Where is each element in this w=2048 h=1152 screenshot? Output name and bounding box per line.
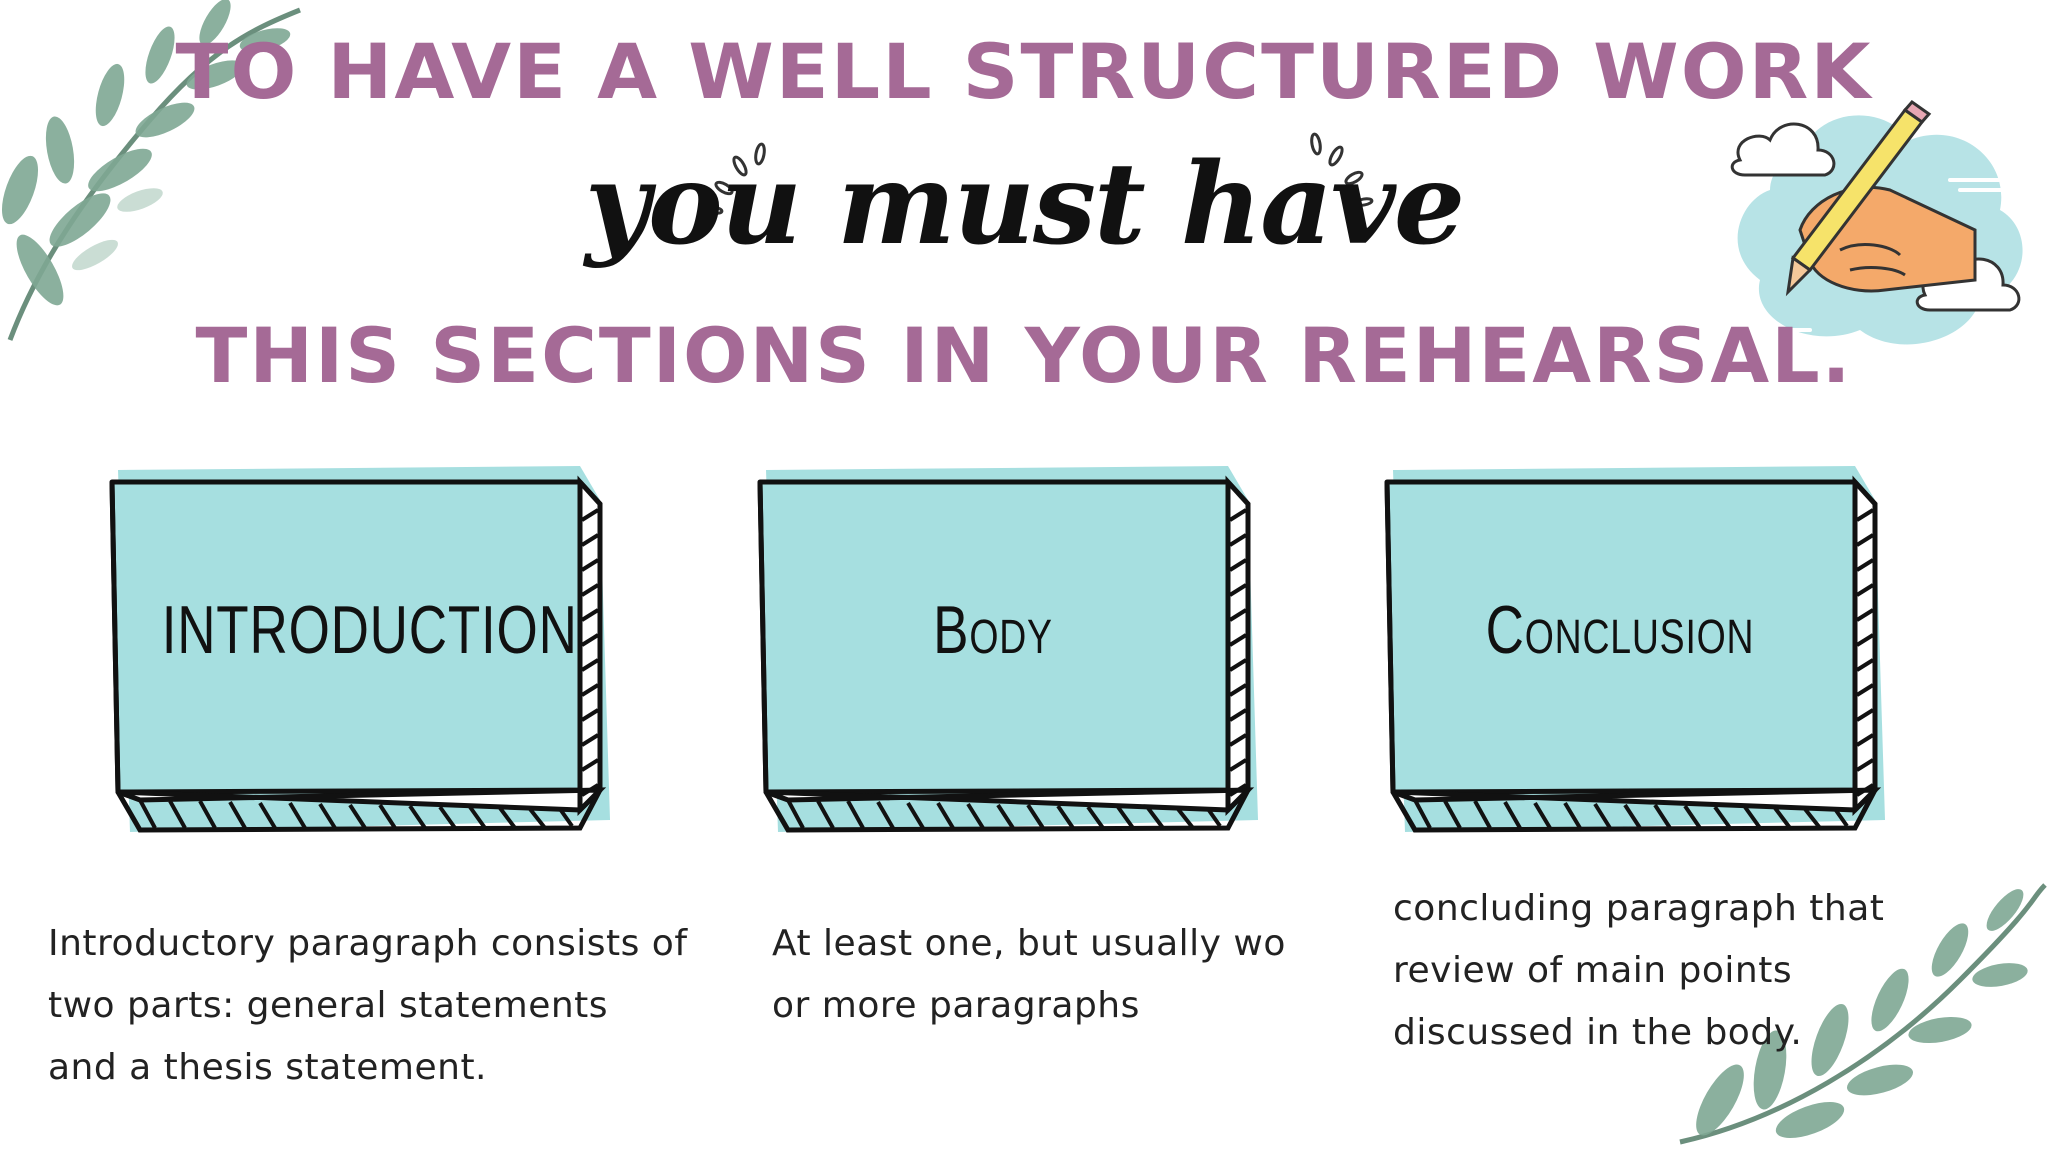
card-body: Body <box>748 460 1268 840</box>
card-introduction: INTRODUCTION <box>100 460 620 840</box>
description-introduction: Introductory paragraph consists of two p… <box>48 913 688 1099</box>
card-label: INTRODUCTION <box>161 592 578 668</box>
heading-line-top: TO HAVE A WELL STRUCTURED WORK <box>175 27 1873 116</box>
card-label: Body <box>933 592 1053 668</box>
description-line: and a thesis statement. <box>48 1047 487 1088</box>
card-label: Conclusion <box>1485 592 1755 668</box>
heading-subtitle: you must have <box>584 139 1465 270</box>
description-line: At least one, but usually wo <box>772 923 1286 964</box>
card-frame <box>757 466 1258 833</box>
heading-line-bottom: THIS SECTIONS IN YOUR REHEARSAL. <box>195 311 1853 400</box>
card-conclusion: Conclusion <box>1375 460 1895 840</box>
hand-writing-with-pencil-icon <box>1730 99 2023 345</box>
description-line: or more paragraphs <box>772 985 1140 1026</box>
card-frame <box>1384 466 1885 833</box>
card-frame <box>109 466 610 833</box>
description-conclusion: concluding paragraph that review of main… <box>1393 878 1884 1064</box>
description-line: Introductory paragraph consists of <box>48 923 688 964</box>
description-line: concluding paragraph that <box>1393 888 1885 929</box>
description-line: discussed in the body. <box>1393 1012 1803 1053</box>
sparkle-lines-icon <box>1310 132 1374 207</box>
sparkle-lines-icon <box>704 142 766 215</box>
description-line: review of main points <box>1393 950 1793 991</box>
description-body: At least one, but usually wo or more par… <box>772 913 1286 1037</box>
eucalyptus-leaves-icon <box>1679 883 2047 1145</box>
eucalyptus-leaves-icon <box>1 0 301 341</box>
description-line: two parts: general statements <box>48 985 609 1026</box>
